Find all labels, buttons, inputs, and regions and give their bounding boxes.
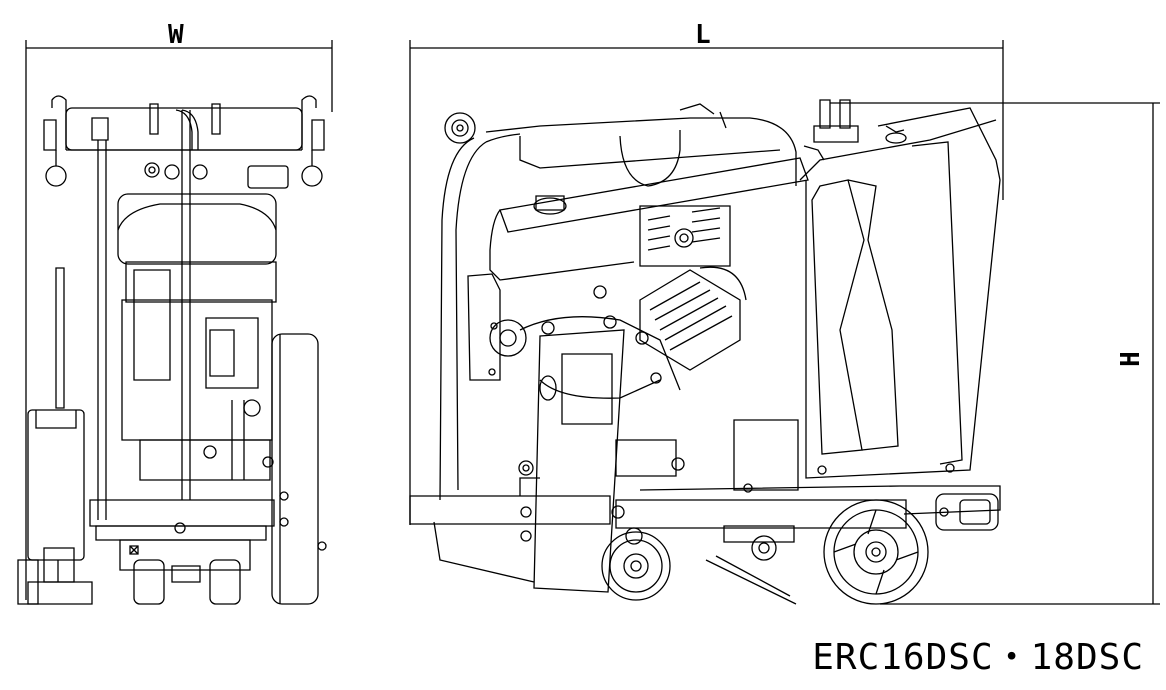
width-dimension-line (26, 40, 332, 600)
side-view (410, 100, 1000, 604)
model-name: ERC16DSC・18DSC (812, 637, 1144, 678)
length-dimension-line (410, 40, 1003, 525)
width-label: W (168, 20, 184, 50)
length-label: L (695, 20, 711, 50)
height-dimension-line (830, 103, 1160, 604)
front-view (18, 96, 326, 604)
height-label: H (1115, 351, 1146, 367)
